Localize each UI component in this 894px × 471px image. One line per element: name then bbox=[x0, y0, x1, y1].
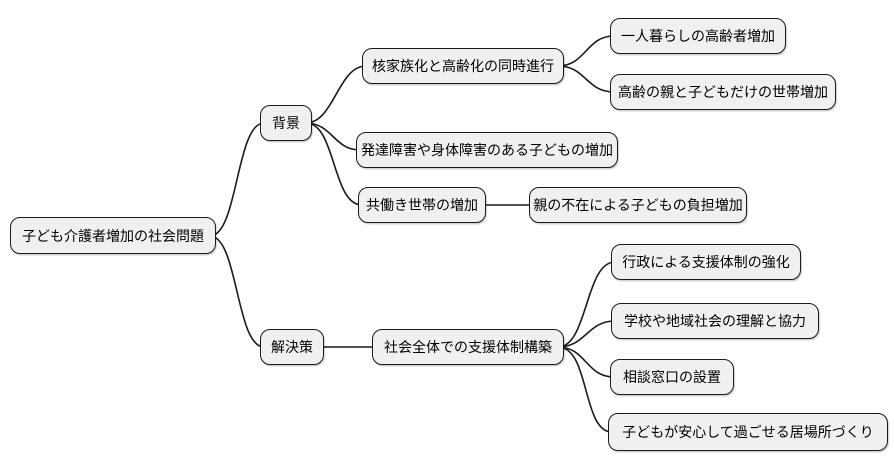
edge-background-disabled-children bbox=[305, 122, 361, 151]
node-support-system[interactable]: 社会全体での支援体制構築 bbox=[372, 329, 564, 365]
edge-nuclear-aging-elderly-alone bbox=[557, 35, 615, 67]
node-elderly-alone[interactable]: 一人暮らしの高齢者増加 bbox=[610, 18, 786, 54]
edge-support-system-consultation-desk bbox=[557, 346, 615, 378]
edge-support-system-safe-place bbox=[557, 346, 613, 433]
edge-nuclear-aging-elderly-child-households bbox=[557, 65, 615, 93]
edge-background-nuclear-aging bbox=[305, 65, 367, 124]
node-school-community[interactable]: 学校や地域社会の理解と協力 bbox=[611, 303, 819, 339]
node-solution[interactable]: 解決策 bbox=[260, 329, 324, 365]
node-nuclear-aging[interactable]: 核家族化と高齢化の同時進行 bbox=[362, 48, 564, 84]
edge-background-dual-income bbox=[305, 122, 363, 206]
edge-support-system-school-community bbox=[557, 320, 616, 348]
edge-support-system-gov-support bbox=[557, 261, 616, 348]
node-gov-support[interactable]: 行政による支援体制の強化 bbox=[611, 244, 801, 280]
node-root[interactable]: 子ども介護者増加の社会問題 bbox=[10, 217, 216, 254]
node-safe-place[interactable]: 子どもが安心して過ごせる居場所づくり bbox=[608, 413, 888, 451]
node-elderly-child-households[interactable]: 高齢の親と子どもだけの世帯増加 bbox=[610, 74, 836, 110]
edge-root-background bbox=[209, 122, 265, 237]
node-disabled-children[interactable]: 発達障害や身体障害のある子どもの増加 bbox=[356, 132, 618, 168]
node-consultation-desk[interactable]: 相談窓口の設置 bbox=[610, 359, 734, 395]
node-parent-absence[interactable]: 親の不在による子どもの負担増加 bbox=[529, 187, 747, 223]
node-background[interactable]: 背景 bbox=[260, 105, 312, 141]
node-dual-income[interactable]: 共働き世帯の増加 bbox=[358, 187, 486, 223]
edge-root-solution bbox=[209, 235, 265, 348]
